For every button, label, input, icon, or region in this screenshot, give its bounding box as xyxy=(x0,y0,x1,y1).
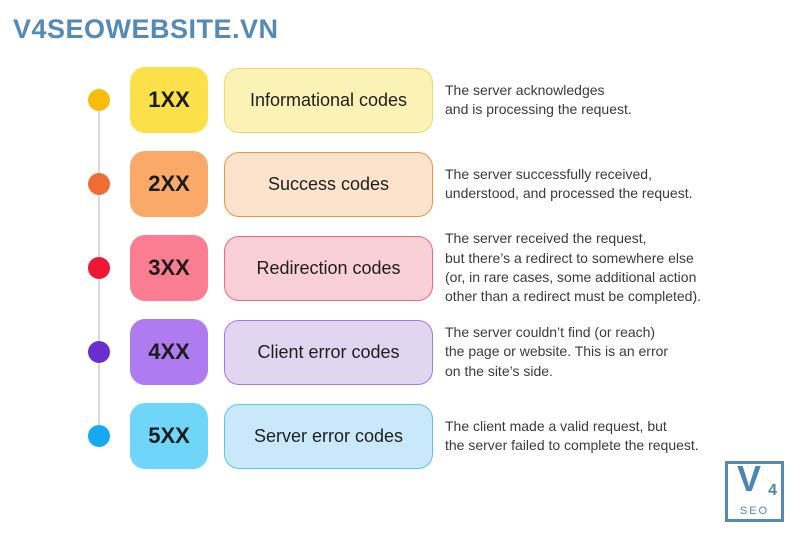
code-badge: 5XX xyxy=(130,403,208,469)
logo-number-4: 4 xyxy=(768,482,777,499)
row-3xx: 3XX Redirection codes The server receive… xyxy=(0,226,800,310)
code-badge: 4XX xyxy=(130,319,208,385)
timeline-dot xyxy=(88,173,110,195)
category-box: Informational codes xyxy=(224,67,433,133)
timeline-dot xyxy=(88,257,110,279)
page-title: V4SEOWEBSITE.VN xyxy=(13,14,279,44)
row-description: The server acknowledges and is processin… xyxy=(445,81,632,117)
status-code-rows: 1XX Informational codes The server ackno… xyxy=(0,58,800,478)
category-box: Client error codes xyxy=(224,319,433,385)
logo-letter-v: V xyxy=(737,458,762,499)
row-description: The server successfully received, unders… xyxy=(445,165,693,201)
code-badge: 2XX xyxy=(130,151,208,217)
row-2xx: 2XX Success codes The server successfull… xyxy=(0,142,800,226)
logo-seo-text: SEO xyxy=(739,505,770,517)
code-badge: 1XX xyxy=(130,67,208,133)
row-1xx: 1XX Informational codes The server ackno… xyxy=(0,58,800,142)
category-box: Success codes xyxy=(224,151,433,217)
row-description: The client made a valid request, but the… xyxy=(445,417,699,453)
row-5xx: 5XX Server error codes The client made a… xyxy=(0,394,800,478)
row-description: The server received the request, but the… xyxy=(445,230,702,305)
category-box: Server error codes xyxy=(224,403,433,469)
category-box: Redirection codes xyxy=(224,235,433,301)
v4seo-logo: V 4 SEO xyxy=(725,458,784,522)
row-description: The server couldn’t find (or reach) the … xyxy=(445,324,669,379)
row-4xx: 4XX Client error codes The server couldn… xyxy=(0,310,800,394)
code-badge: 3XX xyxy=(130,235,208,301)
timeline-dot xyxy=(88,89,110,111)
timeline-dot xyxy=(88,341,110,363)
timeline-dot xyxy=(88,425,110,447)
